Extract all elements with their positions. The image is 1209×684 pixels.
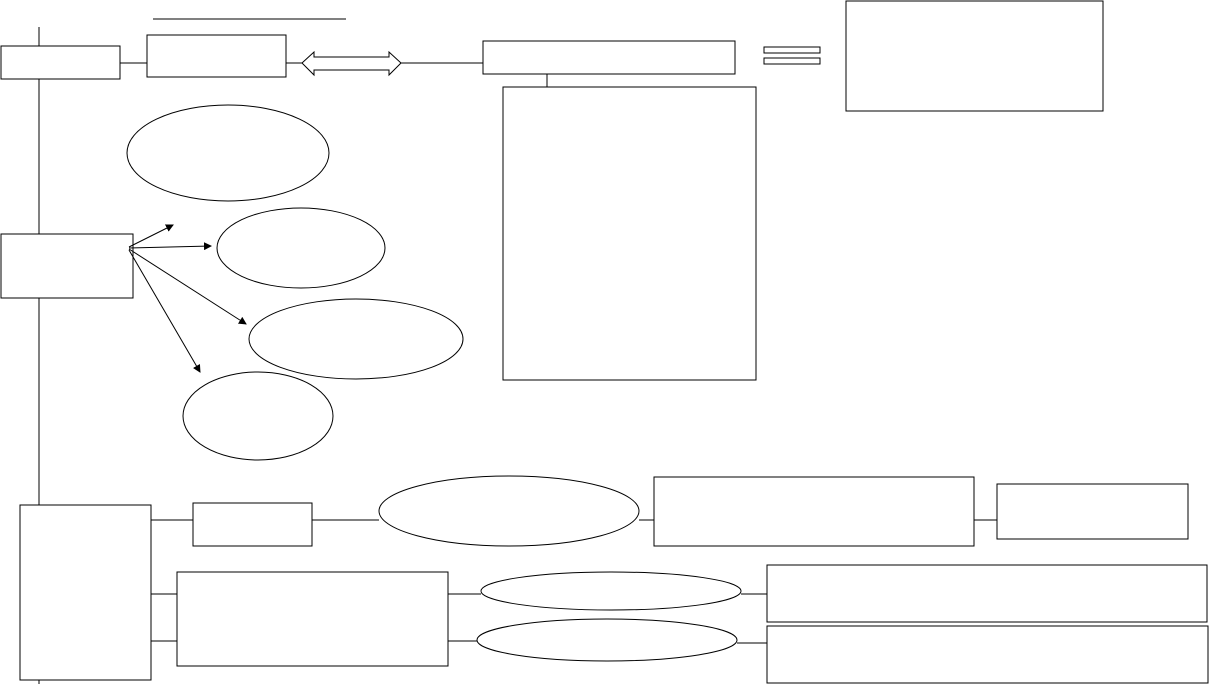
row1-box: [192, 502, 313, 547]
type-arrow-2: [128, 242, 212, 251]
type-oval-3: [248, 298, 464, 380]
row1-extra-box: [996, 483, 1189, 540]
type-oval-4: [182, 371, 334, 461]
row2-result-box-2: [766, 625, 1209, 684]
row1-result-box: [653, 476, 975, 547]
type-arrow-1: [128, 224, 174, 248]
row2-oval-2: [476, 618, 738, 662]
equivalent-box: [845, 0, 1104, 112]
row2-oval-1: [480, 571, 742, 611]
type-oval-1: [126, 104, 330, 202]
classification-box: [0, 233, 134, 299]
row2-result-box-1: [766, 564, 1208, 623]
concept-detail-box: [502, 86, 757, 381]
title-box: [146, 34, 287, 78]
row2-box: [176, 571, 449, 667]
type-oval-2: [216, 207, 386, 289]
bottom-main-box: [19, 504, 152, 681]
type-arrow-3: [128, 248, 247, 325]
equals-sign-icon: [763, 46, 821, 65]
concept-box: [482, 40, 736, 75]
double-arrow-icon: [301, 50, 402, 77]
root-box: [0, 45, 121, 80]
row1-oval: [378, 475, 640, 547]
type-arrow-4: [128, 249, 201, 373]
